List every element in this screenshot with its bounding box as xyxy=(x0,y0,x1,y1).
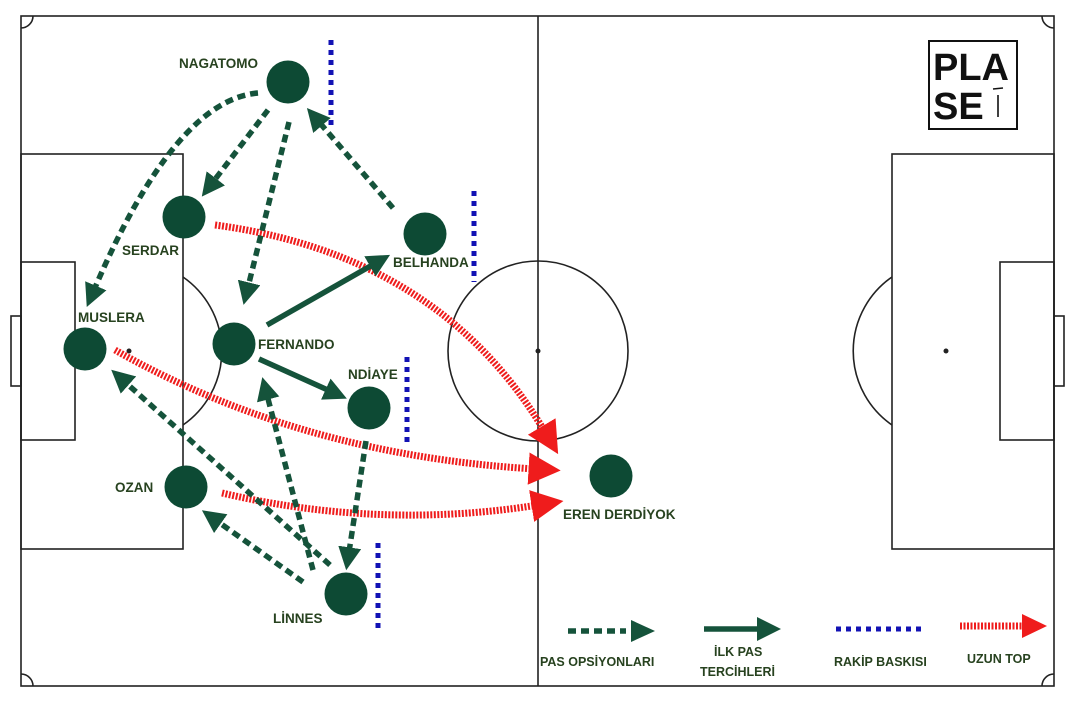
legend-first-pass-label-line1: İLK PAS xyxy=(714,644,762,659)
legend-arrowhead xyxy=(757,617,781,641)
logo-text-line1: PLA xyxy=(933,47,1009,89)
pitch-markings xyxy=(10,15,1065,687)
center-spot xyxy=(535,348,541,354)
long-ball-arrow xyxy=(221,489,564,522)
right-penalty-arc xyxy=(852,276,893,426)
pass-option-arrow xyxy=(111,369,332,568)
pass-option-arrow xyxy=(85,90,259,307)
right-goal-area xyxy=(999,261,1055,441)
pass-option-arrow xyxy=(237,121,292,305)
legend-first-pass-label-line2: TERCİHLERİ xyxy=(700,664,775,679)
legend: PAS OPSİYONLARI İLK PAS TERCİHLERİ RAKİP… xyxy=(540,614,1047,679)
player-label-muslera: MUSLERA xyxy=(78,310,145,325)
long-ball-arrows xyxy=(113,221,564,522)
right-penalty-spot xyxy=(943,348,949,354)
first-pass-arrows xyxy=(257,254,391,400)
legend-opponent-pressure: RAKİP BASKISI xyxy=(834,626,927,669)
player-label-fernando: FERNANDO xyxy=(258,337,335,352)
legend-pressure-label: RAKİP BASKISI xyxy=(834,654,927,669)
player-belhanda xyxy=(403,212,447,256)
player-labels: NAGATOMO SERDAR BELHANDA MUSLERA FERNAND… xyxy=(78,56,676,626)
corner-arc xyxy=(20,15,34,29)
player-label-linnes: LİNNES xyxy=(273,611,323,626)
legend-pass-options: PAS OPSİYONLARI xyxy=(540,620,655,669)
logo-text-line2: SE xyxy=(933,86,984,128)
player-label-belhanda: BELHANDA xyxy=(393,255,469,270)
logo-mark xyxy=(992,87,1004,117)
legend-arrowhead xyxy=(631,620,655,642)
legend-first-pass: İLK PAS TERCİHLERİ xyxy=(700,617,781,679)
pass-option-arrow xyxy=(201,108,271,197)
legend-arrowhead xyxy=(1022,614,1047,638)
corner-arc xyxy=(1041,673,1055,687)
long-ball-arrow xyxy=(214,221,559,455)
player-label-nagatomo: NAGATOMO xyxy=(179,56,258,71)
first-pass-arrow xyxy=(265,254,391,328)
player-muslera xyxy=(63,327,107,371)
player-eren xyxy=(589,454,633,498)
player-label-ozan: OZAN xyxy=(115,480,153,495)
plase-logo: PLA SE xyxy=(928,40,1018,130)
player-ndiaye xyxy=(347,386,391,430)
legend-long-ball: UZUN TOP xyxy=(960,614,1047,666)
player-fernando xyxy=(212,322,256,366)
left-goal xyxy=(10,315,22,387)
player-linnes xyxy=(324,572,368,616)
first-pass-arrow xyxy=(257,356,347,400)
players xyxy=(63,60,633,616)
player-nagatomo xyxy=(266,60,310,104)
right-goal xyxy=(1053,315,1065,387)
long-ball-arrow xyxy=(113,346,561,485)
player-label-serdar: SERDAR xyxy=(122,243,179,258)
right-penalty-area xyxy=(891,153,1055,550)
player-label-ndiaye: NDİAYE xyxy=(348,367,398,382)
opponent-pressure-lines xyxy=(328,40,477,632)
legend-pass-options-label: PAS OPSİYONLARI xyxy=(540,654,654,669)
player-label-eren: EREN DERDİYOK xyxy=(563,507,676,522)
pass-option-arrow xyxy=(306,107,396,210)
pass-option-arrows xyxy=(85,90,396,585)
corner-arc xyxy=(1041,15,1055,29)
corner-arc xyxy=(20,673,34,687)
left-penalty-spot xyxy=(126,348,132,354)
player-serdar xyxy=(162,195,206,239)
player-ozan xyxy=(164,465,208,509)
pass-option-arrow xyxy=(257,377,316,571)
pass-option-arrow xyxy=(201,510,305,585)
legend-long-ball-label: UZUN TOP xyxy=(967,652,1031,666)
pass-option-arrow xyxy=(338,440,369,571)
